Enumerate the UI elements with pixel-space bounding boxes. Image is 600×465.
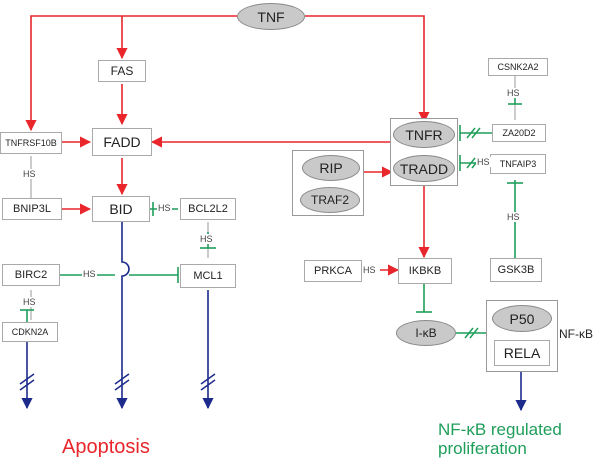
tnfr-node[interactable]: TNFR — [393, 121, 455, 148]
gsk3b-node[interactable]: GSK3B — [490, 258, 542, 282]
fas-node[interactable]: FAS — [98, 60, 146, 82]
bid-node[interactable]: BID — [92, 196, 150, 222]
hs-label: HS — [506, 212, 521, 222]
rip-node[interactable]: RIP — [302, 155, 360, 181]
fadd-node[interactable]: FADD — [92, 128, 152, 156]
tnfaip3-node[interactable]: TNFAIP3 — [490, 154, 546, 174]
proliferation-label: NF-κB regulated proliferation — [438, 420, 562, 458]
birc2-node[interactable]: BIRC2 — [2, 264, 60, 286]
hs-label: HS — [362, 265, 377, 275]
traf2-node[interactable]: TRAF2 — [300, 187, 360, 213]
ikbkb-node[interactable]: IKBKB — [398, 258, 452, 284]
csnk2a2-node[interactable]: CSNK2A2 — [488, 58, 548, 76]
nfkb-label: NF-κB — [559, 327, 593, 341]
hs-label: HS — [506, 88, 521, 98]
hs-label: HS — [22, 297, 37, 307]
rela-node[interactable]: RELA — [494, 340, 550, 366]
prkca-node[interactable]: PRKCA — [304, 260, 362, 282]
bnip3l-node[interactable]: BNIP3L — [2, 198, 62, 220]
hs-label: HS — [199, 234, 214, 244]
edge-tnf-tnfr — [305, 15, 430, 124]
edge-bid-apoptosis — [116, 222, 130, 410]
edge-tnf-tnfrsf10b — [25, 15, 237, 132]
za20d2-node[interactable]: ZA20D2 — [492, 124, 546, 142]
hs-label: HS — [82, 269, 97, 279]
proliferation-line1: NF-κB regulated — [438, 420, 562, 439]
tradd-node[interactable]: TRADD — [393, 155, 455, 182]
ikb-node[interactable]: I-κB — [396, 320, 456, 346]
tnf-node[interactable]: TNF — [237, 3, 305, 30]
mcl1-node[interactable]: MCL1 — [180, 264, 236, 288]
hs-label: HS — [22, 169, 37, 179]
proliferation-line2: proliferation — [438, 439, 527, 458]
tnfrsf10b-node[interactable]: TNFRSF10B — [0, 132, 62, 154]
apoptosis-label: Apoptosis — [62, 436, 150, 458]
hs-label: HS — [157, 203, 172, 213]
hs-label: HS — [476, 157, 491, 167]
cdkn2a-node[interactable]: CDKN2A — [2, 322, 58, 342]
p50-node[interactable]: P50 — [492, 305, 552, 332]
bcl2l2-node[interactable]: BCL2L2 — [180, 198, 236, 220]
